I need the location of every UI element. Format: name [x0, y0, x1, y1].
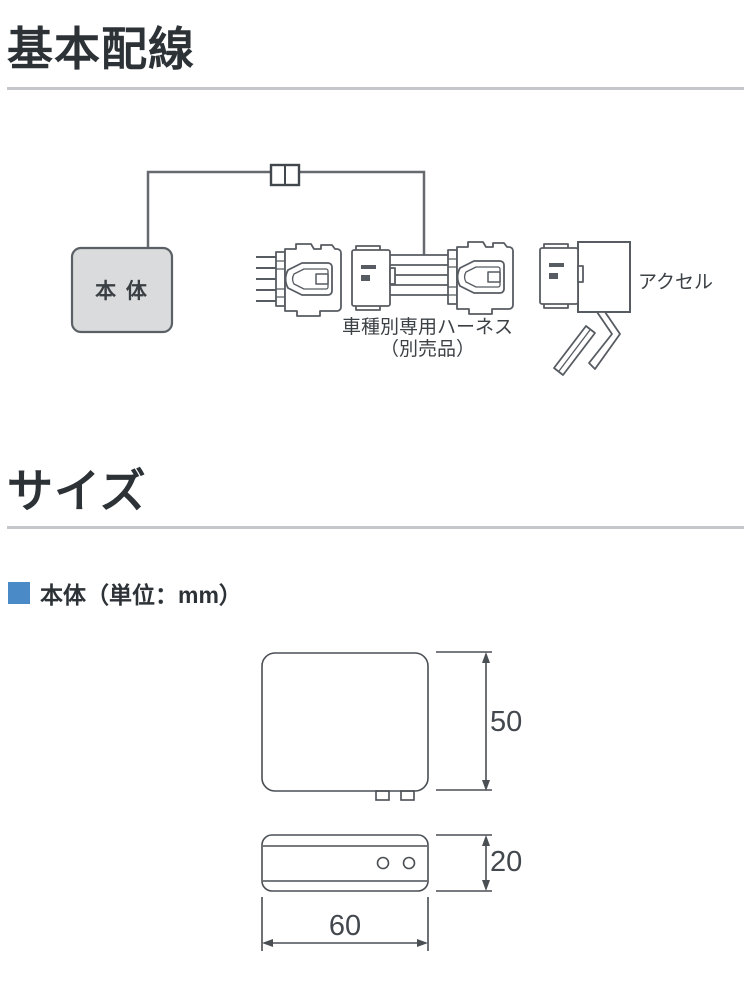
dimension-front-view: [261, 651, 492, 801]
blue-square-bullet-icon: [8, 582, 30, 604]
section-divider: [7, 526, 744, 529]
size-subheading-row: 本体（単位：mm）: [8, 576, 242, 610]
main-unit-label: 本 体: [95, 280, 149, 303]
connector-a: [256, 243, 342, 317]
dim-20-extension-lines: [436, 834, 492, 892]
front-view-outline: [261, 652, 429, 792]
accelerator-unit: [539, 241, 631, 376]
size-subheading: 本体（単位：mm）: [40, 582, 242, 608]
connector-a-wires: [256, 256, 277, 302]
harness-label-line1: 車種別専用ハーネス: [341, 317, 513, 338]
harness-ribbon-wires: [390, 254, 449, 296]
wiring-section-title: 基本配線: [7, 23, 195, 75]
accelerator-label: アクセル: [638, 272, 714, 293]
accelerator-box: [577, 241, 631, 313]
harness: [351, 241, 514, 315]
dim-50-extension-lines: [436, 651, 492, 791]
dimension-thickness-value: 20: [490, 846, 523, 878]
size-section-title: サイズ: [7, 465, 147, 517]
section-divider: [7, 87, 744, 90]
front-view-tab: [375, 790, 390, 801]
side-view-edge-lines: [263, 845, 427, 882]
connector-b: [447, 241, 514, 315]
harness-label-line2: （別売品）: [379, 339, 475, 360]
dimension-width-value: 60: [328, 910, 362, 942]
accelerator-pedal: [553, 311, 621, 376]
side-view-hole: [376, 856, 390, 870]
front-view-tab: [400, 790, 415, 801]
side-view-hole: [402, 856, 416, 870]
harness-plug: [351, 245, 396, 311]
accelerator-connector: [539, 243, 584, 309]
dimension-height-value: 50: [490, 706, 523, 738]
signal-wire: [146, 170, 426, 255]
side-view-outline: [261, 834, 429, 892]
inline-connector: [269, 163, 301, 187]
harness-label: 車種別専用ハーネス （別売品）: [325, 317, 530, 361]
